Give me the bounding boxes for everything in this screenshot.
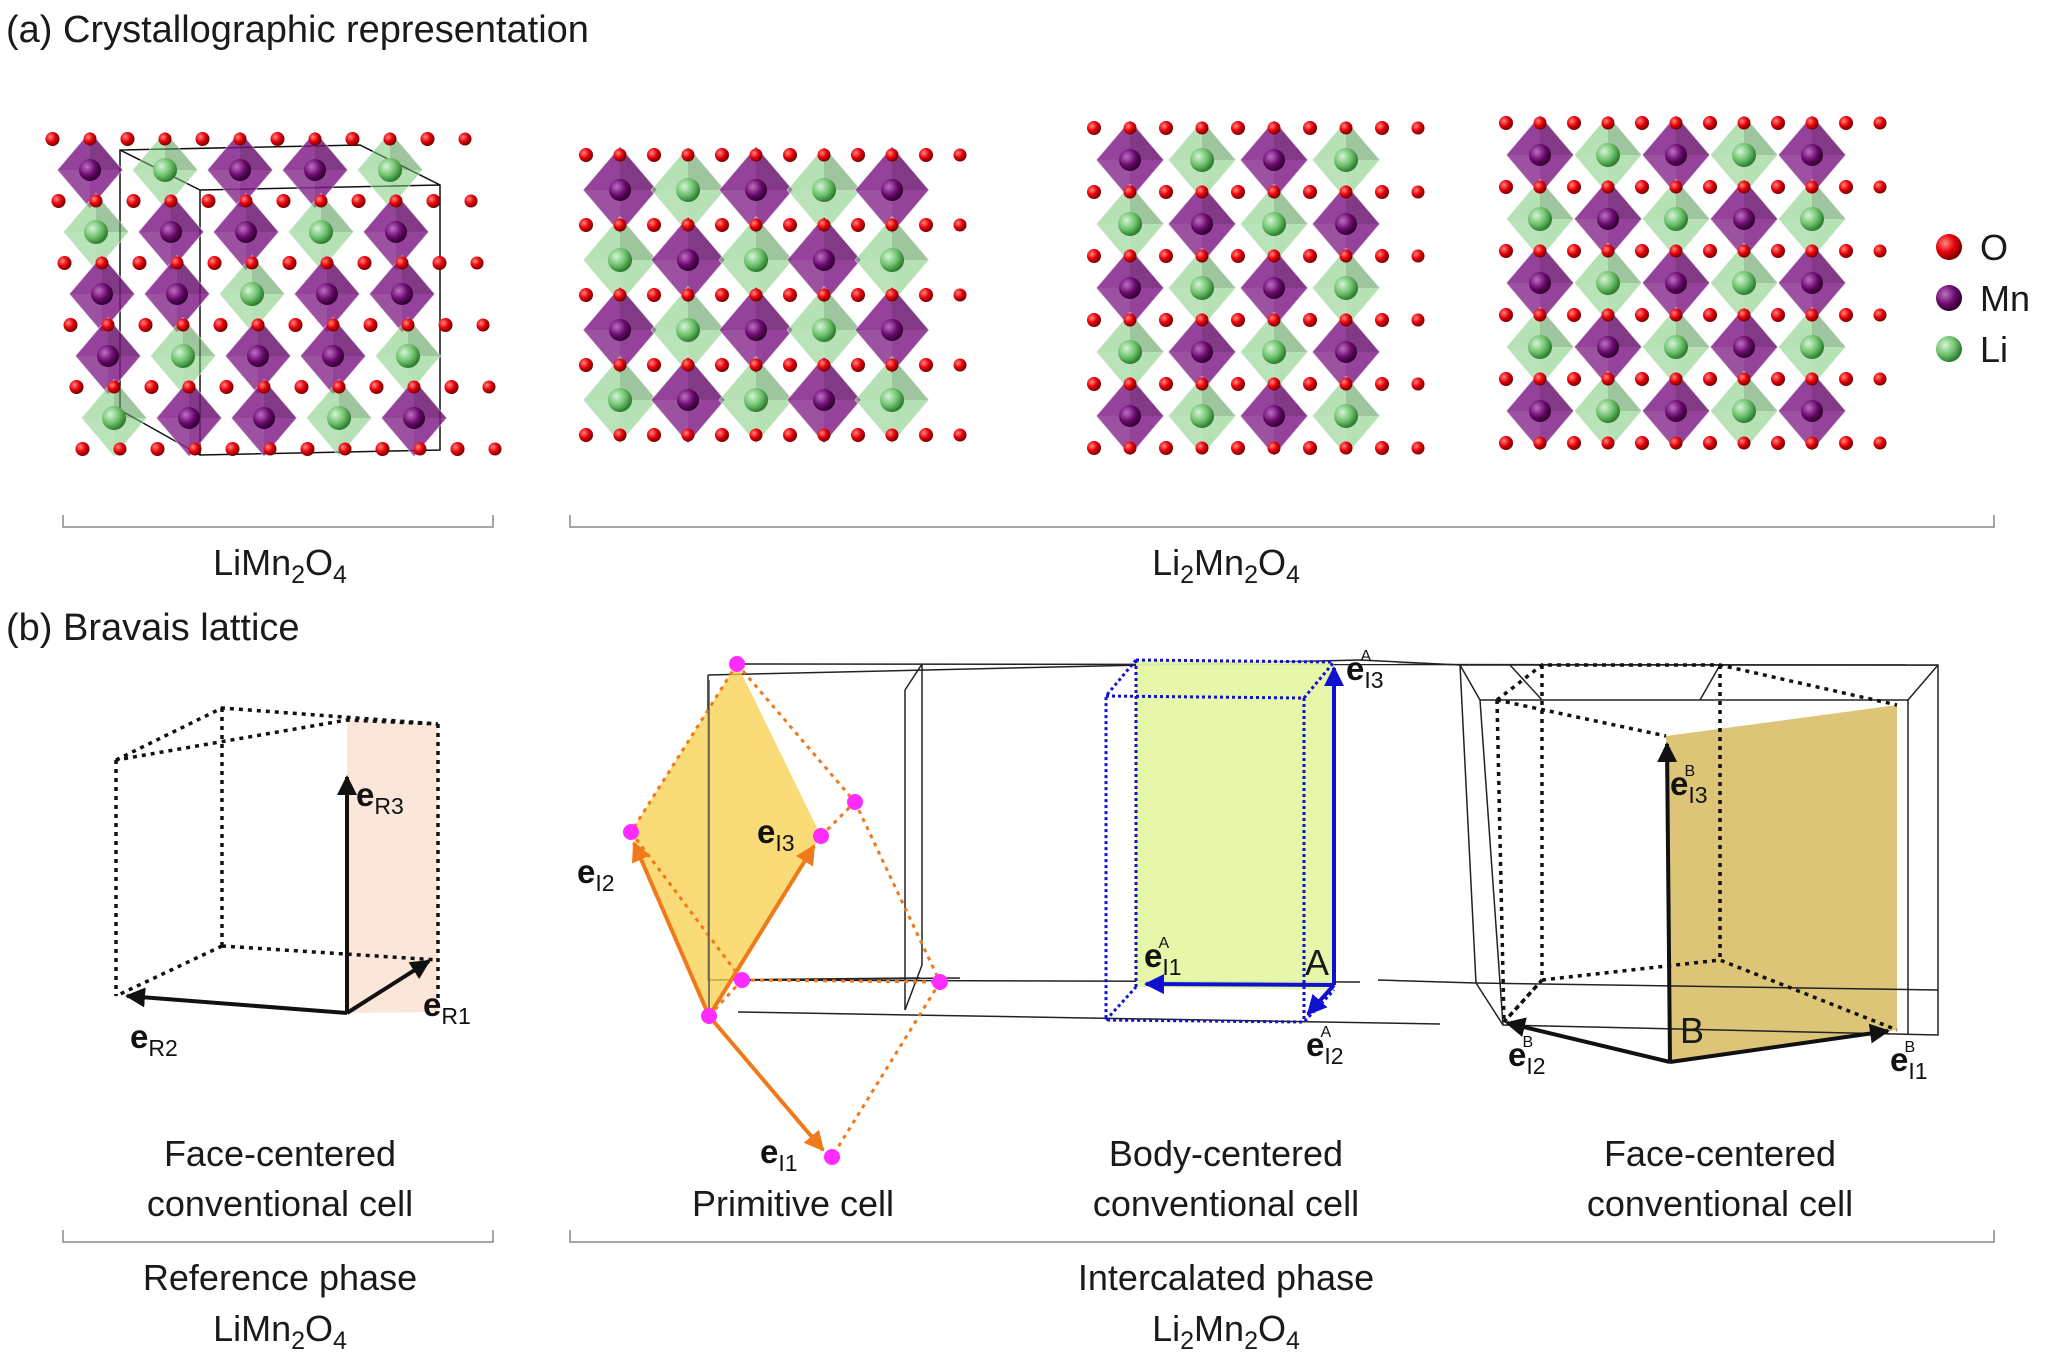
vector-ei2a-arrow (1306, 983, 1336, 1016)
caption-primitive: Primitive cell (692, 1183, 894, 1224)
caption-bc-1: Body-centered (1109, 1133, 1343, 1174)
caption-ref-fc-1: Face-centered (164, 1133, 396, 1174)
reference-phase-label: Reference phase (143, 1257, 417, 1298)
primitive-cell: eI2 eI3 eI1 (577, 656, 948, 1176)
vector-ei1b-arrow (1669, 1023, 1890, 1064)
legend-label-o: O (1980, 227, 2008, 268)
legend-label-mn: Mn (1980, 278, 2030, 319)
crystal-structure-li2mn2o4-tetragonal (1087, 119, 1425, 457)
caption-fc-1: Face-centered (1604, 1133, 1836, 1174)
label-er1: eR1 (423, 986, 471, 1029)
vector-ei1a-arrow (1144, 974, 1335, 995)
lithium-atom-icon (1936, 336, 1962, 362)
bc-shaded-face (1136, 660, 1334, 990)
element-legend: O Mn Li (1936, 227, 2030, 370)
label-ei3b: eI3B (1670, 763, 1708, 808)
vector-ei2b-arrow (1505, 1017, 1671, 1064)
label-ei2b: eI2B (1508, 1034, 1546, 1079)
manganese-atom-icon (1936, 285, 1962, 311)
body-centered-cell: A eI3A eI1A eI2A (1104, 648, 1384, 1069)
label-ei3a: eI3A (1346, 648, 1384, 693)
label-li2mn2o4-a: Li2Mn2O4 (1152, 542, 1300, 589)
vector-ei2-arrow (631, 841, 711, 1017)
bracket-limn2o4 (62, 515, 494, 528)
vector-er2-arrow (125, 987, 348, 1015)
intercalated-phase-formula: Li2Mn2O4 (1152, 1308, 1300, 1354)
label-ei1: eI1 (760, 1133, 798, 1176)
point-a-label: A (1305, 942, 1329, 983)
label-ei2a: eI2A (1306, 1024, 1344, 1069)
legend-item-mn: Mn (1936, 278, 2030, 319)
oxygen-atom-icon (1936, 234, 1962, 260)
legend-item-li: Li (1936, 329, 2008, 370)
label-ei1a: eI1A (1144, 935, 1182, 980)
bracket-li2mn2o4 (569, 515, 1995, 528)
bracket-reference-phase (62, 1230, 494, 1243)
primitive-shaded-face (631, 664, 821, 1016)
label-ei1b: eI1B (1890, 1039, 1928, 1084)
crystal-structure-li2mn2o4-layered (579, 145, 967, 445)
panel-b-title: (b) Bravais lattice (6, 607, 300, 649)
label-er3: eR3 (356, 776, 404, 819)
legend-item-o: O (1936, 227, 2008, 268)
face-centered-cell: B eI3B eI2B eI1B (1459, 663, 1939, 1084)
vector-ei3-arrow (707, 844, 816, 1018)
bracket-intercalated-phase (569, 1230, 1995, 1243)
crystal-structure-li2mn2o4-supercell (1499, 114, 1887, 452)
reference-phase-formula: LiMn2O4 (213, 1308, 347, 1354)
fc-shaded-face (1666, 705, 1897, 1062)
reference-shaded-face (347, 720, 438, 1013)
point-b-label: B (1680, 1010, 1704, 1051)
reference-fcc-cell: eR3 eR2 eR1 (114, 706, 471, 1061)
vector-er1-arrow (345, 959, 431, 1015)
caption-ref-fc-2: conventional cell (147, 1183, 413, 1224)
panel-a-title: (a) Crystallographic representation (6, 9, 589, 51)
vector-ei1-arrow (707, 1014, 825, 1152)
intercalated-phase-label: Intercalated phase (1078, 1257, 1374, 1298)
vector-ei3b-arrow (1657, 742, 1678, 1063)
legend-label-li: Li (1980, 329, 2008, 370)
caption-bc-2: conventional cell (1093, 1183, 1359, 1224)
label-limn2o4-a: LiMn2O4 (213, 542, 347, 589)
crystal-structure-limn2o4 (45, 130, 502, 458)
label-er2: eR2 (130, 1018, 178, 1061)
caption-fc-2: conventional cell (1587, 1183, 1853, 1224)
label-ei2: eI2 (577, 853, 615, 896)
label-ei3: eI3 (757, 813, 795, 856)
